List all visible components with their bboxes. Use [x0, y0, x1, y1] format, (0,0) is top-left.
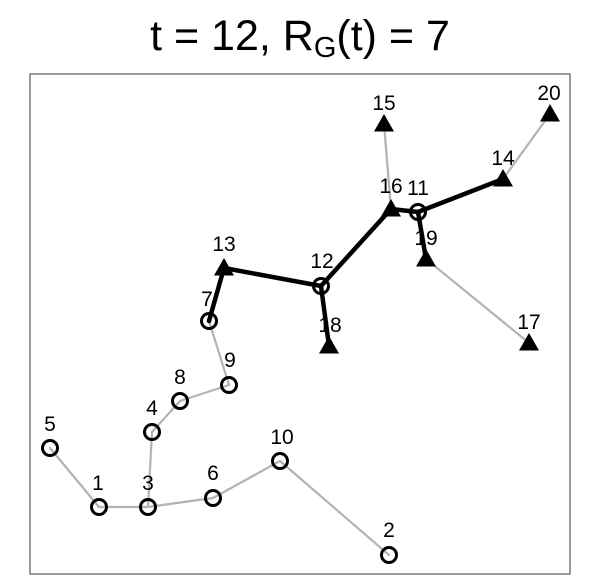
node-9-circle-icon: [220, 376, 238, 394]
node-7-circle-icon: [200, 312, 218, 330]
node-13-triangle-icon: [214, 258, 234, 276]
node-10-circle-icon: [271, 452, 289, 470]
title-tail: (t) = 7: [336, 12, 450, 60]
node-14-triangle-icon: [493, 169, 513, 187]
node-label-9: 9: [224, 349, 236, 372]
node-20-triangle-icon: [540, 104, 560, 122]
node-label-2: 2: [383, 519, 395, 542]
node-label-3: 3: [142, 472, 154, 495]
title-main: t = 12, R: [150, 12, 314, 60]
node-1-circle-icon: [90, 498, 108, 516]
node-6-circle-icon: [204, 489, 222, 507]
edge-3-6: [146, 496, 215, 509]
nodes-layer: [41, 104, 560, 564]
edge-11-14: [415, 176, 506, 215]
node-label-14: 14: [491, 147, 515, 170]
node-4-circle-icon: [143, 423, 161, 441]
node-12-circle-icon: [312, 277, 330, 295]
node-label-4: 4: [146, 397, 158, 420]
edge-9-7: [207, 319, 231, 387]
edge-5-1: [48, 446, 101, 509]
edge-10-2: [278, 459, 391, 557]
node-16-triangle-icon: [381, 199, 401, 217]
diagram-title: t = 12, RG(t) = 7: [0, 6, 600, 66]
edge-14-20: [501, 112, 552, 181]
edge-3-4: [146, 430, 154, 509]
node-label-12: 12: [310, 250, 333, 273]
node-label-7: 7: [201, 288, 213, 311]
node-label-18: 18: [318, 314, 341, 337]
node-5-circle-icon: [41, 439, 59, 457]
node-label-8: 8: [174, 366, 186, 389]
edge-12-16: [318, 206, 394, 289]
edge-6-10: [211, 459, 282, 500]
node-label-20: 20: [537, 82, 560, 105]
plot-frame: [29, 73, 571, 575]
node-label-16: 16: [379, 175, 402, 198]
edge-13-12: [221, 265, 324, 289]
node-label-15: 15: [372, 92, 395, 115]
node-17-triangle-icon: [519, 333, 539, 351]
node-label-1: 1: [92, 472, 104, 495]
node-8-circle-icon: [171, 392, 189, 410]
node-label-5: 5: [44, 413, 56, 436]
edge-16-15: [382, 122, 393, 211]
edge-12-18: [318, 283, 332, 349]
node-label-6: 6: [207, 462, 219, 485]
node-11-circle-icon: [409, 203, 427, 221]
node-3-circle-icon: [139, 498, 157, 516]
node-label-11: 11: [407, 177, 429, 200]
node-2-circle-icon: [380, 546, 398, 564]
title-subscript: G: [313, 32, 337, 64]
light-edges-layer: [48, 112, 552, 557]
edge-19-17: [424, 257, 531, 345]
node-18-triangle-icon: [319, 336, 339, 354]
edge-7-13: [206, 265, 227, 324]
node-label-13: 13: [212, 233, 235, 256]
node-19-triangle-icon: [416, 249, 436, 267]
node-15-triangle-icon: [374, 114, 394, 132]
node-label-10: 10: [270, 426, 293, 449]
node-label-19: 19: [414, 227, 437, 250]
dark-edges-layer: [206, 176, 506, 349]
node-label-17: 17: [517, 311, 540, 334]
